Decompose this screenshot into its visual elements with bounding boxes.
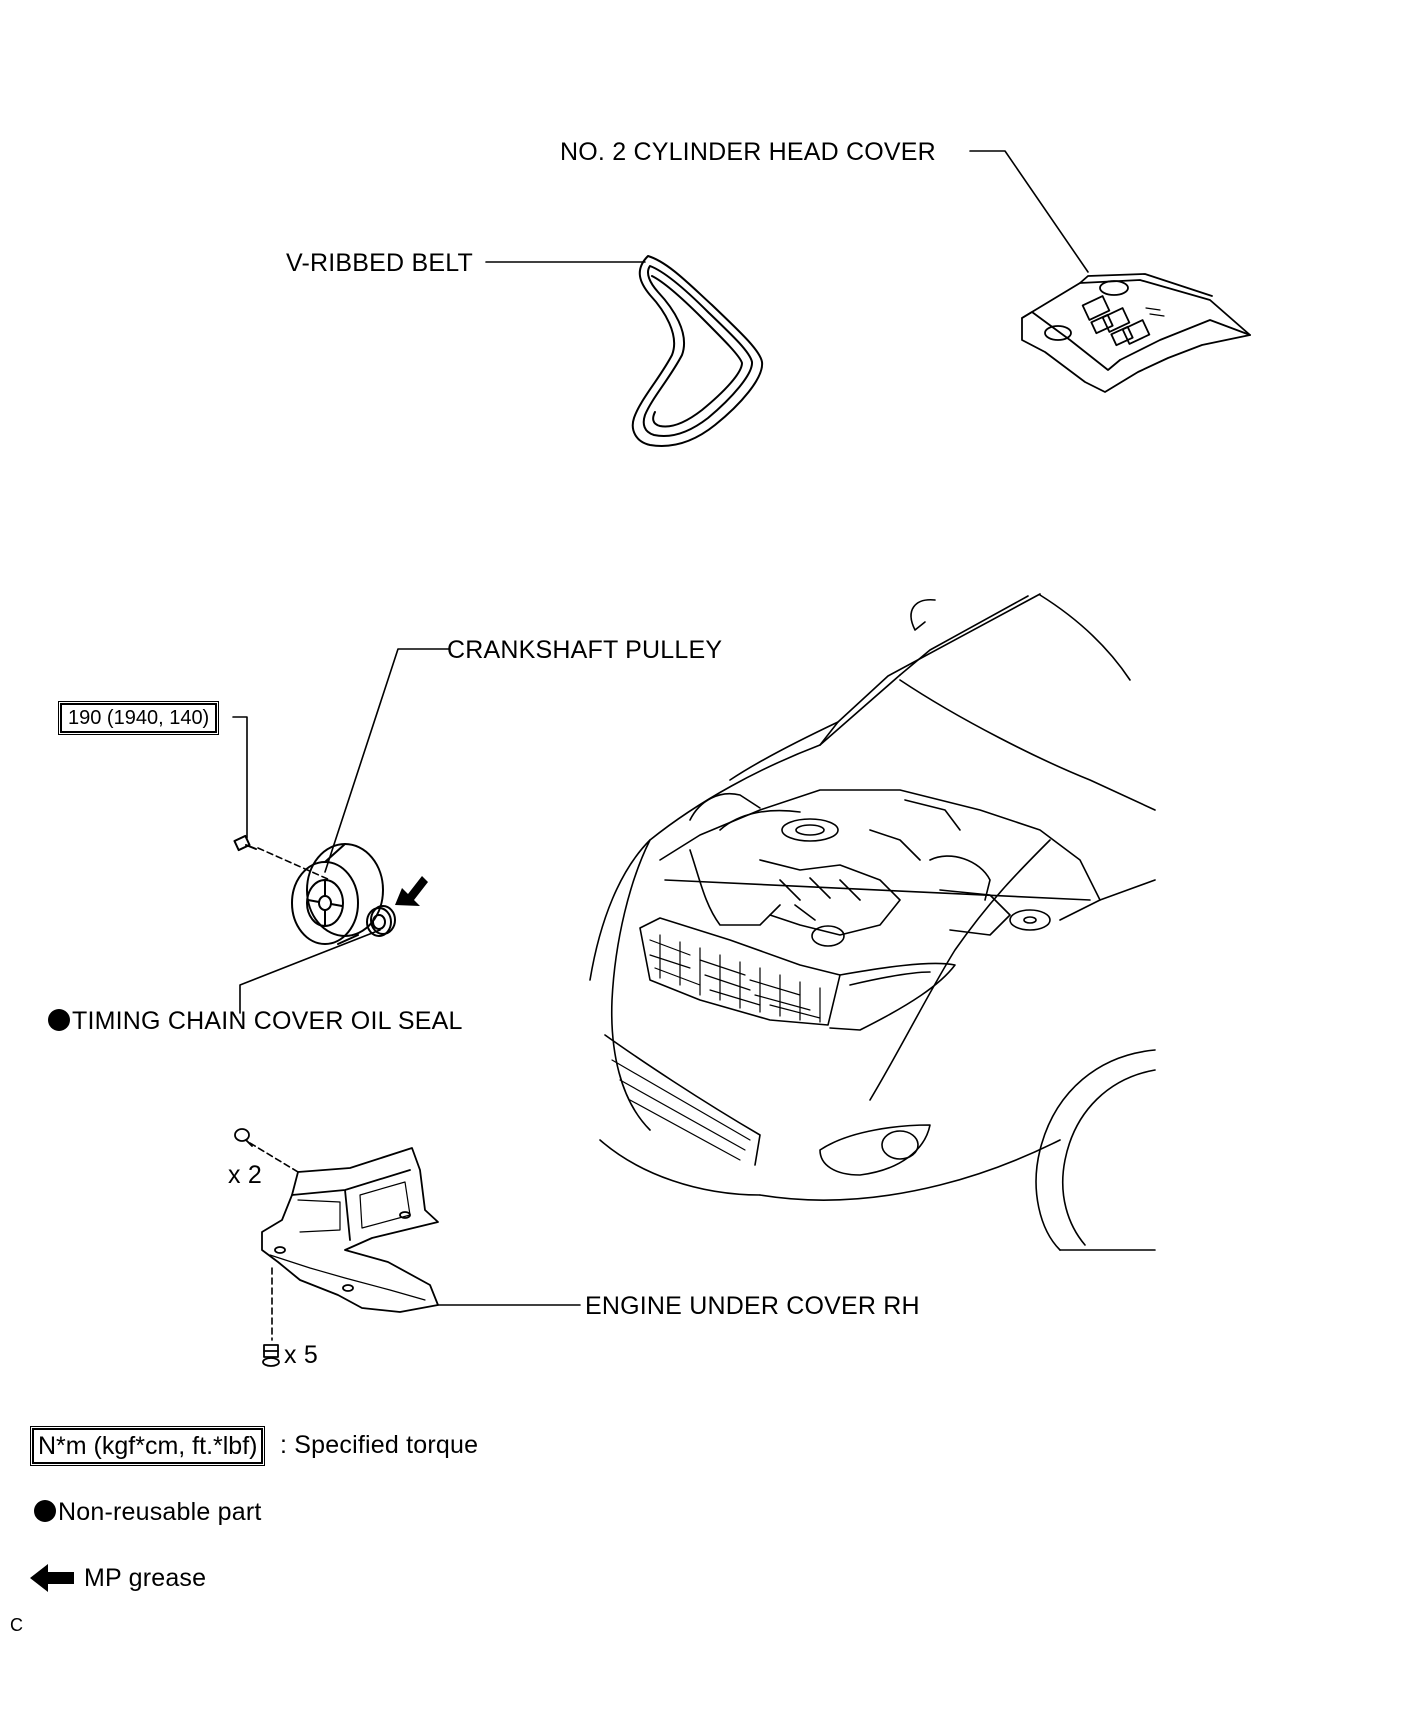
label-oil-seal-text: TIMING CHAIN COVER OIL SEAL: [72, 1007, 463, 1035]
oil-seal-icon: [366, 905, 396, 937]
label-qty-bolts-top: x 2: [228, 1161, 262, 1189]
under-cover-bolt-bottom-icon: [262, 1344, 280, 1367]
torque-value-box: 190 (1940, 140): [57, 701, 220, 735]
v-ribbed-belt-drawing: [631, 255, 764, 447]
legend-torque-unit-box: N*m (kgf*cm, ft.*lbf): [29, 1426, 266, 1466]
dashed-top-bolts: [249, 1142, 299, 1173]
figure-code: C: [10, 1615, 24, 1635]
leader-crankshaft-pulley: [324, 648, 451, 873]
vehicle-front-view-drawing: [589, 593, 1156, 1251]
pulley-bolt-icon: [233, 834, 257, 852]
leader-oil-seal: [239, 929, 381, 1014]
label-timing-chain-cover-oil-seal: TIMING CHAIN COVER OIL SEAL: [48, 1006, 463, 1036]
cylinder-head-cover-drawing: [1021, 273, 1251, 393]
legend-grease-text: MP grease: [84, 1564, 207, 1592]
label-crankshaft-pulley: CRANKSHAFT PULLEY: [447, 636, 723, 664]
label-engine-under-cover: ENGINE UNDER COVER RH: [585, 1292, 920, 1320]
legend-grease-arrow-icon: [30, 1564, 74, 1592]
legend-non-reusable-dot-icon: [34, 1500, 56, 1522]
under-cover-bolt-top-icon: [234, 1128, 253, 1147]
leader-torque: [232, 716, 248, 839]
legend-non-reusable-text: Non-reusable part: [58, 1498, 262, 1526]
legend-non-reusable: Non-reusable part: [34, 1497, 262, 1527]
dashed-bolt-to-pulley: [257, 847, 331, 881]
label-v-ribbed-belt: V-RIBBED BELT: [286, 249, 473, 277]
leader-lines: [232, 150, 1089, 1341]
grease-arrow-icon: [395, 876, 428, 906]
label-qty-bolts-bottom: x 5: [284, 1341, 318, 1369]
label-cylinder-head-cover: NO. 2 CYLINDER HEAD COVER: [560, 138, 936, 166]
crankshaft-pulley-drawing: [233, 834, 428, 945]
non-reusable-dot-icon: [48, 1009, 70, 1031]
engine-under-cover-drawing: [234, 1128, 439, 1367]
leader-cylinder-head-cover: [969, 150, 1089, 273]
legend-torque-text: : Specified torque: [280, 1431, 479, 1459]
